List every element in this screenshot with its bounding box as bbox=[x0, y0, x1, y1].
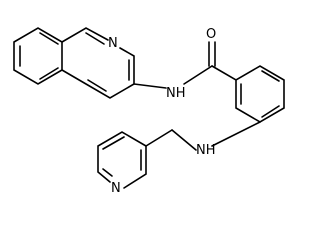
bond bbox=[261, 70, 280, 82]
bond bbox=[211, 65, 285, 123]
bond bbox=[171, 129, 197, 151]
bond bbox=[39, 32, 59, 45]
amide-nh-label: NH bbox=[166, 86, 186, 101]
bond bbox=[39, 67, 59, 80]
pyridine-n-label: N bbox=[111, 181, 121, 196]
bond bbox=[183, 65, 213, 85]
amine-nh-label: NH bbox=[196, 143, 216, 158]
bond bbox=[87, 79, 107, 92]
bond bbox=[13, 27, 63, 85]
bond bbox=[61, 47, 135, 99]
bond bbox=[145, 129, 173, 147]
bond bbox=[211, 121, 261, 147]
bond bbox=[102, 136, 125, 150]
bond bbox=[123, 145, 147, 189]
structure-diagram: N O NH NH N bbox=[13, 27, 285, 196]
bond bbox=[61, 27, 109, 43]
bond bbox=[102, 168, 113, 177]
amide-o-label: O bbox=[206, 27, 216, 42]
bond bbox=[85, 32, 105, 45]
bond bbox=[133, 83, 167, 89]
bonds bbox=[13, 27, 285, 189]
bond bbox=[97, 131, 147, 183]
atom-labels: N O NH NH N bbox=[108, 27, 216, 196]
quinoline-n-label: N bbox=[108, 36, 118, 51]
bond bbox=[261, 105, 280, 118]
